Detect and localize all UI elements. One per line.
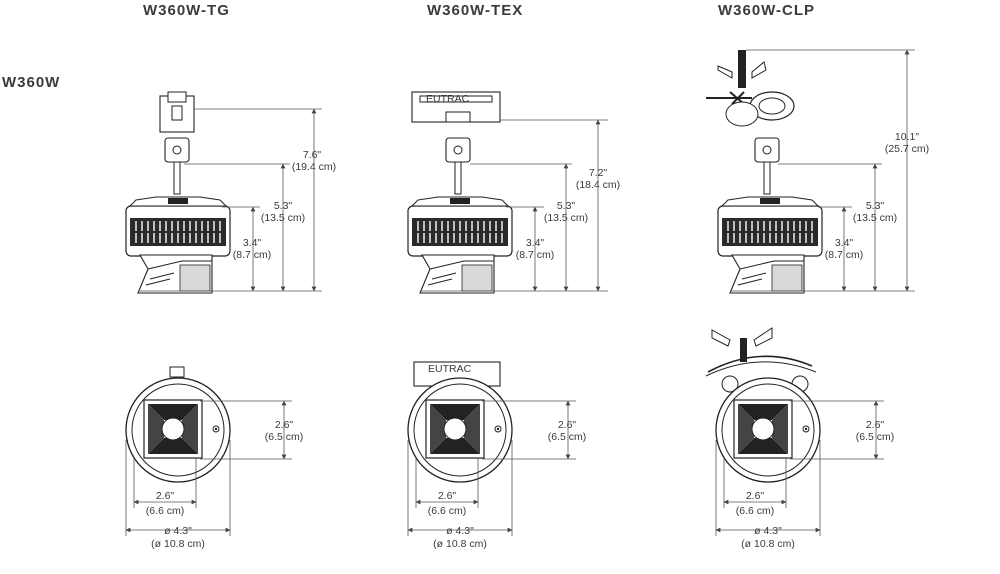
tex-stem-cm: (13.5 cm)	[544, 212, 588, 224]
tex-diameter-in: ø 4.3"	[446, 525, 474, 537]
tex-diameter-cm: (ø 10.8 cm)	[433, 538, 487, 550]
tg-front-view	[125, 366, 231, 483]
clp-aperture-w-cm: (6.6 cm)	[736, 505, 775, 517]
tex-overall-in: 7.2"	[589, 167, 608, 179]
title-tex: W360W-TEX	[427, 2, 524, 19]
tg-aperture-w-cm: (6.6 cm)	[146, 505, 185, 517]
family-label: W360W	[2, 74, 61, 91]
tex-side-view: EUTRAC	[407, 91, 513, 294]
tg-diameter-cm: (ø 10.8 cm)	[151, 538, 205, 550]
clp-aperture-w-in: 2.6"	[746, 490, 765, 502]
tg-stem-in: 5.3"	[274, 200, 293, 212]
clp-bolt	[738, 50, 746, 88]
tg-overall-cm: (19.4 cm)	[292, 161, 336, 173]
tex-aperture-h-cm: (6.5 cm)	[548, 431, 587, 443]
clp-body-cm: (8.7 cm)	[825, 249, 864, 261]
clp-body-in: 3.4"	[835, 237, 854, 249]
clp-diameter-in: ø 4.3"	[754, 525, 782, 537]
tg-body-in: 3.4"	[243, 237, 262, 249]
dimension-lines	[125, 49, 915, 536]
clp-overall-in: 10.1"	[895, 131, 919, 143]
clp-aperture-h-cm: (6.5 cm)	[856, 431, 895, 443]
tg-side-view	[125, 91, 231, 294]
tg-aperture-h-cm: (6.5 cm)	[265, 431, 304, 443]
clp-clamp-body	[725, 101, 759, 127]
clp-overall-cm: (25.7 cm)	[885, 143, 929, 155]
clp-diameter-cm: (ø 10.8 cm)	[741, 538, 795, 550]
tg-aperture-h-in: 2.6"	[275, 419, 294, 431]
clp-front-view	[705, 327, 821, 483]
title-clp: W360W-CLP	[718, 2, 816, 19]
tex-body-in: 3.4"	[526, 237, 545, 249]
tex-overall-cm: (18.4 cm)	[576, 179, 620, 191]
tex-front-adapter-label: EUTRAC	[428, 363, 472, 375]
tex-aperture-w-in: 2.6"	[438, 490, 457, 502]
tex-stem-in: 5.3"	[557, 200, 576, 212]
tg-overall-in: 7.6"	[303, 149, 322, 161]
title-tg: W360W-TG	[143, 2, 230, 19]
tex-aperture-h-in: 2.6"	[558, 419, 577, 431]
clp-aperture-h-in: 2.6"	[866, 419, 885, 431]
tex-adapter-label: EUTRAC	[426, 93, 470, 105]
tex-front-view: EUTRAC	[407, 361, 513, 483]
clp-side-view	[706, 50, 823, 294]
dimension-labels: 7.6" (19.4 cm) 5.3" (13.5 cm) 3.4" (8.7 …	[146, 131, 929, 550]
tg-aperture-w-in: 2.6"	[156, 490, 175, 502]
tex-body-cm: (8.7 cm)	[516, 249, 555, 261]
clp-stem-in: 5.3"	[866, 200, 885, 212]
tex-aperture-w-cm: (6.6 cm)	[428, 505, 467, 517]
clp-stem-cm: (13.5 cm)	[853, 212, 897, 224]
tg-stem-cm: (13.5 cm)	[261, 212, 305, 224]
tg-body-cm: (8.7 cm)	[233, 249, 272, 261]
tg-diameter-in: ø 4.3"	[164, 525, 192, 537]
